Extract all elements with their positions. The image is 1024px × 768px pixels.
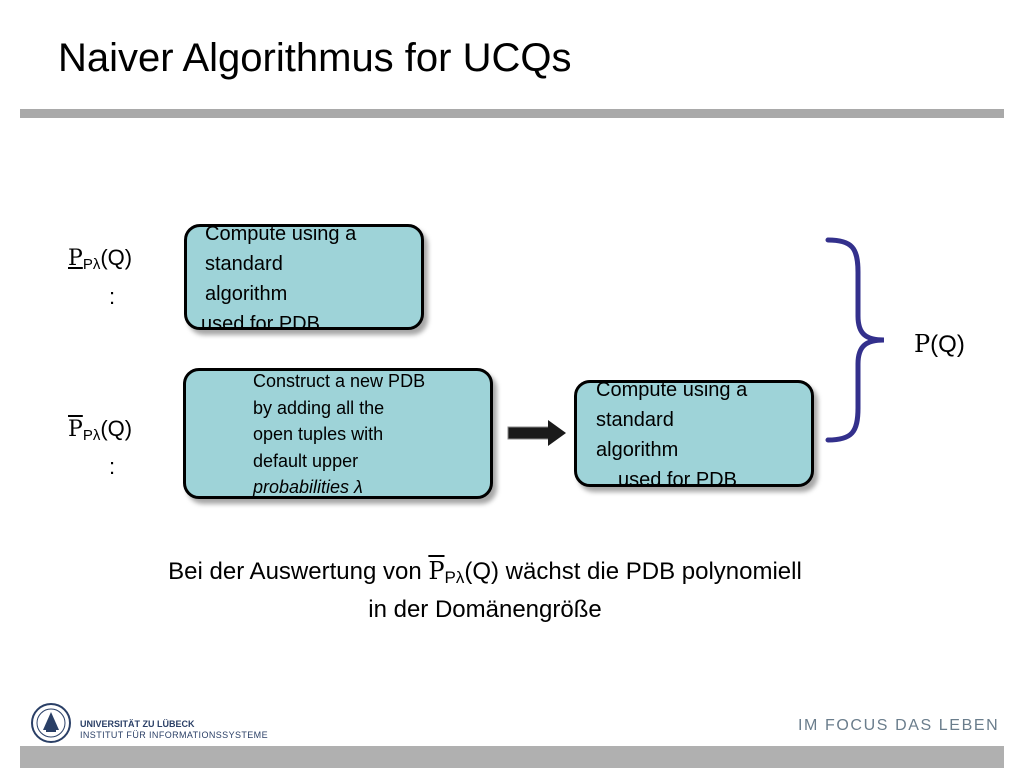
- lower-compute-box: [574, 380, 814, 487]
- lower-colon: :: [109, 454, 116, 479]
- note-line-2: in der Domänengröße: [368, 596, 602, 623]
- lower-compute-text: Compute using a standard algorithm used …: [596, 375, 747, 495]
- university-logo-text: UNIVERSITÄT ZU LÜBECK INSTITUT FÜR INFOR…: [80, 719, 268, 741]
- construct-pdb-box: [183, 368, 493, 499]
- construct-line-1: Construct a new PDB: [253, 371, 426, 391]
- upper-line-3: algorithm: [205, 283, 288, 305]
- upper-compute-box: [184, 224, 424, 330]
- lower-line-4: used for PDB: [618, 469, 737, 491]
- lower-line-3: algorithm: [596, 439, 679, 461]
- upper-argument: (Q): [100, 245, 133, 270]
- lower-argument: (Q): [100, 416, 133, 441]
- footer-bar: [20, 746, 1004, 768]
- lower-p-glyph: P: [68, 417, 83, 442]
- note-line-1: Bei der Auswertung von PPλ(Q) wächst die…: [40, 553, 930, 592]
- title-divider: [20, 109, 1004, 118]
- construct-text: Construct a new PDB by adding all the op…: [253, 368, 425, 501]
- lower-line-1: Compute using a: [596, 379, 748, 401]
- right-brace-icon: [825, 237, 885, 443]
- upper-subscript: Pλ: [82, 256, 101, 273]
- lower-line-2: standard: [596, 409, 674, 431]
- lower-subscript: Pλ: [82, 427, 101, 444]
- university-seal-icon: [31, 703, 71, 743]
- result-symbol: P(Q): [914, 330, 965, 359]
- upper-colon: :: [109, 284, 116, 309]
- slide-title: Naiver Algorithmus for UCQs: [58, 36, 572, 80]
- construct-line-4: default upper: [253, 450, 359, 471]
- note-suffix: wächst die PDB polynomiell: [505, 558, 802, 585]
- institute-name: INSTITUT FÜR INFORMATIONSSYSTEME: [80, 730, 268, 740]
- note-argument: (Q): [464, 558, 499, 585]
- upper-p-glyph: P: [68, 246, 83, 271]
- upper-line-1: Compute using a: [205, 223, 357, 245]
- upper-line-2: standard: [205, 253, 283, 275]
- upper-bound-symbol: PPλ(Q): [68, 244, 132, 275]
- result-p-glyph: P: [914, 330, 931, 358]
- result-argument: (Q): [930, 331, 965, 358]
- university-name: UNIVERSITÄT ZU LÜBECK: [80, 719, 195, 729]
- upper-line-4: used for PDB: [201, 313, 320, 335]
- complexity-note: Bei der Auswertung von PPλ(Q) wächst die…: [40, 553, 930, 628]
- lower-bound-symbol: PPλ(Q): [68, 415, 132, 446]
- construct-line-3: open tuples with: [253, 424, 384, 444]
- construct-line-2: by adding all the: [253, 397, 385, 418]
- upper-compute-text: Compute using a standard algorithm used …: [201, 219, 357, 339]
- construct-line-5: probabilities λ: [253, 477, 363, 497]
- note-subscript: Pλ: [444, 568, 465, 587]
- slogan: IM FOCUS DAS LEBEN: [798, 717, 1000, 734]
- note-p-glyph: P: [428, 557, 445, 585]
- note-prefix: Bei der Auswertung von: [168, 558, 422, 585]
- right-arrow-icon: [507, 420, 566, 446]
